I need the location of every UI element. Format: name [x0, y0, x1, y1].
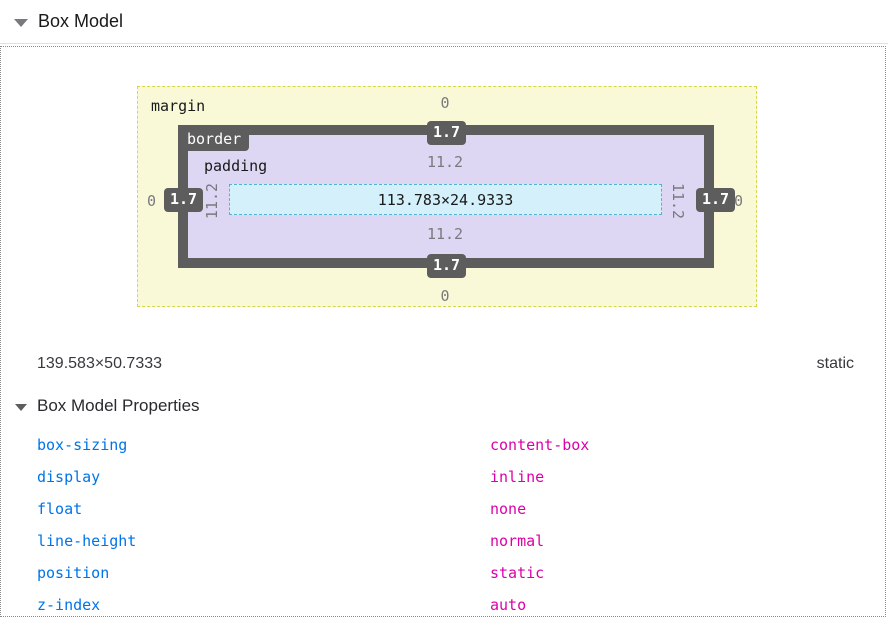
- property-value: normal: [490, 532, 545, 550]
- property-row: box-sizing content-box: [1, 429, 885, 461]
- property-value: inline: [490, 468, 545, 486]
- property-value: auto: [490, 596, 527, 614]
- property-row: line-height normal: [1, 525, 885, 557]
- property-value: static: [490, 564, 545, 582]
- border-left-value[interactable]: 1.7: [164, 188, 204, 212]
- margin-top-value[interactable]: 0: [440, 94, 450, 112]
- element-summary-row: 139.583×50.7333 static: [1, 352, 885, 376]
- margin-bottom-value[interactable]: 0: [440, 287, 450, 305]
- margin-right-value[interactable]: 0: [734, 192, 744, 210]
- box-model-properties-header[interactable]: Box Model Properties: [1, 391, 200, 421]
- padding-left-value[interactable]: 11.2: [203, 182, 221, 220]
- padding-bottom-value[interactable]: 11.2: [426, 225, 464, 243]
- property-row: display inline: [1, 461, 885, 493]
- property-value: content-box: [490, 436, 590, 454]
- box-model-panel: 113.783×24.9333 margin border padding 0 …: [0, 46, 886, 617]
- properties-title: Box Model Properties: [37, 396, 200, 415]
- box-model-section-header[interactable]: Box Model: [0, 0, 888, 44]
- property-row: float none: [1, 493, 885, 525]
- property-row: position static: [1, 557, 885, 589]
- content-region[interactable]: 113.783×24.9333: [229, 184, 662, 215]
- section-title: Box Model: [38, 11, 124, 31]
- property-row: z-index auto: [1, 589, 885, 621]
- property-name: z-index: [37, 596, 101, 614]
- border-label: border: [179, 128, 250, 151]
- property-name: position: [37, 564, 110, 582]
- property-value: none: [490, 500, 527, 518]
- margin-label: margin: [151, 97, 206, 115]
- padding-top-value[interactable]: 11.2: [426, 153, 464, 171]
- property-name: display: [37, 468, 101, 486]
- collapse-arrow-icon[interactable]: [14, 18, 28, 27]
- element-position: static: [816, 355, 854, 372]
- properties-list: box-sizing content-box display inline fl…: [1, 429, 885, 621]
- margin-left-value[interactable]: 0: [147, 192, 157, 210]
- property-name: line-height: [37, 532, 137, 550]
- element-dimensions: 139.583×50.7333: [37, 355, 163, 372]
- collapse-arrow-icon[interactable]: [15, 403, 27, 411]
- border-right-value[interactable]: 1.7: [696, 188, 736, 212]
- border-bottom-value[interactable]: 1.7: [427, 254, 467, 278]
- padding-label: padding: [204, 157, 268, 175]
- property-name: float: [37, 500, 83, 518]
- content-dimensions[interactable]: 113.783×24.9333: [377, 190, 514, 209]
- property-name: box-sizing: [37, 436, 128, 454]
- border-top-value[interactable]: 1.7: [427, 121, 467, 145]
- padding-right-value[interactable]: 11.2: [669, 182, 687, 220]
